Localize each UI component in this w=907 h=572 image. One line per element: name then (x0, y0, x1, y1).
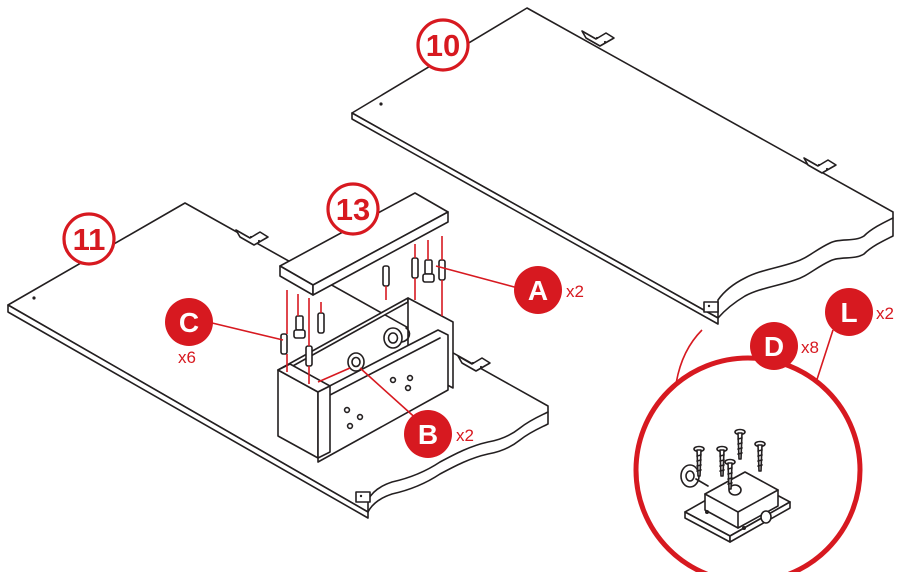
part-b-qty: x2 (456, 426, 474, 445)
part-badge-a: A x2 (514, 266, 584, 314)
screw-d-icon (693, 445, 705, 477)
dowel-icon (317, 312, 325, 334)
screw-d-icon (734, 428, 746, 460)
screw-d-icon (754, 440, 766, 472)
cam-lock-b-icon (347, 352, 365, 372)
part-b-letter: B (418, 419, 438, 450)
cam-bolt-icon (422, 259, 435, 283)
detail-zoom (633, 355, 863, 572)
cam-bolt-icon (293, 315, 306, 339)
cam-lock-icon (355, 491, 371, 503)
panel-10 (351, 7, 894, 325)
part-d-letter: D (764, 331, 784, 362)
part-a-letter: A (528, 275, 548, 306)
part-c-qty: x6 (178, 348, 196, 367)
cam-lock-b-icon (383, 327, 411, 349)
part-badge-l: L x2 (825, 288, 894, 336)
panel-number-13-label: 13 (336, 192, 370, 227)
part-d-qty: x8 (801, 338, 819, 357)
part-c-letter: C (179, 307, 199, 338)
panel-13 (279, 192, 449, 296)
panel-number-13: 13 (326, 182, 380, 236)
hinge-icon (803, 157, 837, 174)
hinge-icon (235, 229, 269, 246)
screw-d-icon (724, 458, 736, 490)
cam-lock-icon (703, 301, 719, 313)
hinge-icon (457, 355, 491, 372)
part-l-letter: L (840, 297, 857, 328)
hinge-icon (581, 30, 615, 47)
dowel-icon (280, 333, 288, 355)
part-l-qty: x2 (876, 304, 894, 323)
box-assembly (277, 236, 454, 463)
part-a-qty: x2 (566, 282, 584, 301)
dowel-icon (305, 345, 313, 367)
panel-number-10-label: 10 (426, 28, 460, 63)
dowel-icon (411, 257, 419, 279)
panel-number-11-label: 11 (73, 222, 106, 257)
dowel-icon (382, 265, 390, 287)
part-badge-b: B x2 (404, 410, 474, 458)
screw-d-icon (716, 445, 728, 477)
part-badge-d: D x8 (750, 322, 819, 370)
dowel-icon (438, 259, 446, 281)
part-badge-c: C x6 (165, 298, 213, 367)
panel-number-11: 11 (62, 212, 116, 266)
panel-number-10: 10 (416, 18, 470, 72)
